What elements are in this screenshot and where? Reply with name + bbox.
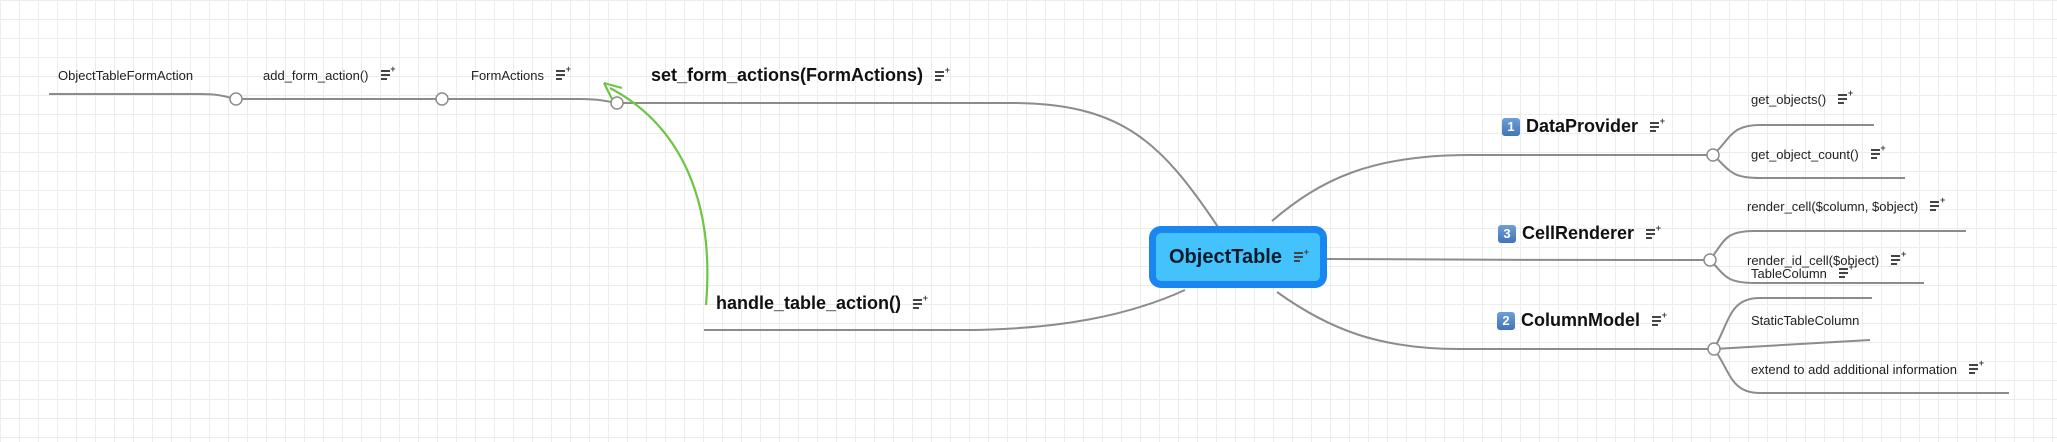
node-label: ColumnModel	[1521, 310, 1640, 330]
number-badge-icon: 1	[1502, 118, 1520, 136]
relationship-arrow	[603, 81, 709, 306]
node-label: DataProvider	[1526, 116, 1639, 136]
node-add-form-action[interactable]: add_form_action()	[263, 65, 396, 83]
connector-root-to-cell-renderer	[1326, 258, 1711, 261]
note-icon[interactable]	[1968, 359, 1984, 375]
note-icon[interactable]	[1652, 311, 1667, 327]
node-label: set_form_actions(FormActions)	[651, 65, 924, 85]
note-icon[interactable]	[1930, 196, 1945, 212]
node-label: add_form_action()	[263, 68, 369, 83]
collapse-node-formactions	[435, 92, 449, 106]
note-icon[interactable]	[1646, 224, 1661, 240]
note-icon[interactable]	[555, 65, 571, 81]
node-get-objects[interactable]: get_objects()	[1751, 89, 1853, 107]
connector-extend-info	[1713, 348, 2009, 394]
root-node-object-table[interactable]: ObjectTable	[1149, 226, 1327, 288]
collapse-node-column-model	[1707, 342, 1721, 356]
note-icon[interactable]	[1891, 250, 1906, 266]
node-data-provider[interactable]: 1 DataProvider	[1502, 116, 1665, 136]
connector-static-table-column	[1713, 339, 1871, 350]
root-label: ObjectTable	[1169, 245, 1282, 268]
node-set-form-actions[interactable]: set_form_actions(FormActions)	[651, 65, 950, 85]
node-object-table-form-action[interactable]: ObjectTableFormAction	[58, 69, 193, 82]
arrow-handle-to-set-form-actions	[609, 87, 709, 306]
collapse-node-cell-renderer	[1703, 253, 1717, 267]
note-icon[interactable]	[1870, 144, 1886, 160]
number-badge-icon: 2	[1497, 312, 1515, 330]
node-get-object-count[interactable]: get_object_count()	[1751, 144, 1886, 162]
node-label: StaticTableColumn	[1751, 313, 1860, 328]
node-label: render_id_cell($object)	[1747, 253, 1880, 268]
node-label: FormActions	[471, 68, 544, 83]
node-label: render_cell($column, $object)	[1747, 199, 1919, 214]
node-handle-table-action[interactable]: handle_table_action()	[716, 293, 928, 313]
node-label: extend to add additional information	[1751, 362, 1957, 377]
collapse-node-set-form-actions	[610, 96, 624, 110]
connector-root-to-data-provider	[1271, 154, 1713, 222]
node-label: CellRenderer	[1522, 223, 1635, 243]
node-label: get_objects()	[1751, 92, 1827, 107]
node-cell-renderer[interactable]: 3 CellRenderer	[1498, 223, 1661, 243]
note-icon[interactable]	[1294, 247, 1309, 263]
node-render-cell[interactable]: render_cell($column, $object)	[1747, 196, 1945, 214]
connector-table-column	[1713, 297, 1872, 350]
node-column-model[interactable]: 2 ColumnModel	[1497, 310, 1667, 330]
node-label: ObjectTableFormAction	[58, 68, 194, 83]
note-icon[interactable]	[913, 294, 928, 310]
node-render-id-cell[interactable]: render_id_cell($object)	[1747, 250, 1906, 268]
connector-nodes	[229, 92, 1721, 356]
note-icon[interactable]	[380, 65, 396, 81]
connector-get-objects	[1712, 124, 1874, 156]
note-icon[interactable]	[1838, 263, 1854, 279]
node-form-actions[interactable]: FormActions	[471, 65, 571, 83]
number-badge-icon: 3	[1498, 225, 1516, 243]
collapse-node-data-provider	[1706, 148, 1720, 162]
node-extend-info[interactable]: extend to add additional information	[1751, 359, 1984, 377]
node-label: get_object_count()	[1751, 147, 1859, 162]
connector-render-cell	[1709, 230, 1966, 261]
connector-object-table-form-action-underline	[49, 93, 237, 100]
note-icon[interactable]	[1650, 117, 1665, 133]
note-icon[interactable]	[1838, 89, 1853, 105]
collapse-node-add-form-action	[229, 92, 243, 106]
connector-formactions-underline	[442, 98, 618, 104]
node-label: TableColumn	[1751, 266, 1827, 281]
connector-root-to-handle-table-action	[704, 289, 1186, 331]
connector-root-to-column-model	[1276, 291, 1714, 350]
arrow-head	[603, 81, 623, 100]
node-static-table-column[interactable]: StaticTableColumn	[1751, 314, 1859, 327]
connector-root-to-set-form-actions	[617, 102, 1219, 228]
node-label: handle_table_action()	[716, 293, 902, 313]
note-icon[interactable]	[935, 66, 950, 82]
node-table-column[interactable]: TableColumn	[1751, 263, 1854, 281]
